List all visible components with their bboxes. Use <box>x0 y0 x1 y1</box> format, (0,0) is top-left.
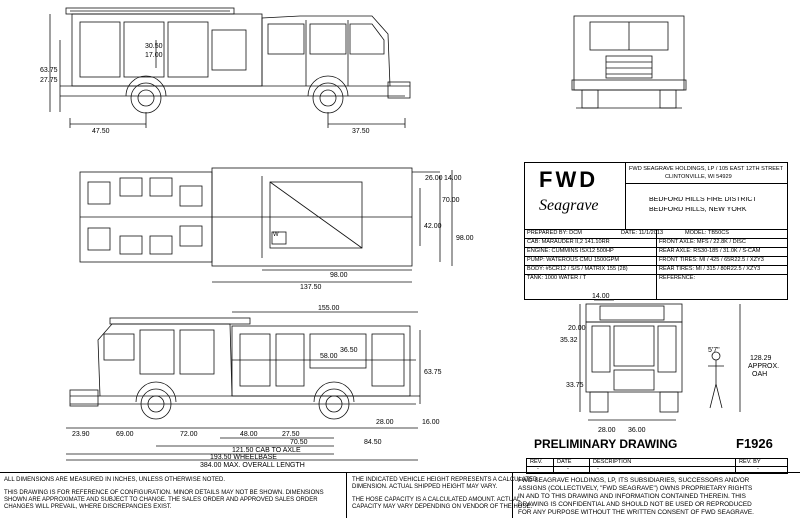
dim-plan-42: 42.00 <box>424 223 442 230</box>
cab-spec: CAB: MARAUDER II,2 141.10RR <box>527 239 610 245</box>
dim-side-8450: 84.50 <box>364 439 382 446</box>
customer-line-2: BEDFORD HILLS, NEW YORK <box>649 207 747 213</box>
proprietary-4: DRAWING IS CONFIDENTIAL AND SHOULD NOT B… <box>518 501 752 508</box>
dim-rear-3375: 33.75 <box>566 382 584 389</box>
rev-date-header: DATE <box>557 459 572 465</box>
dim-side-155: 155.00 <box>318 305 340 312</box>
company-address-2: CLINTONVILLE, WI 54929 <box>665 174 732 180</box>
front-tires-spec: FRONT TIRES: MI / 425 / 65R22.5 / XZY3 <box>659 257 764 263</box>
proprietary-5: FOR ANY PURPOSE WITHOUT THE WRITTEN CONS… <box>518 509 754 516</box>
dim-oah-value: 128.29 <box>750 355 772 362</box>
title-block: FWD Seagrave FWD SEAGRAVE HOLDINGS, LP /… <box>524 162 788 300</box>
proprietary-1: FWD SEAGRAVE HOLDINGS, LP, ITS SUBSIDIAR… <box>518 477 750 484</box>
logo-seagrave: Seagrave <box>539 197 599 214</box>
note-units: ALL DIMENSIONS ARE MEASURED IN INCHES, U… <box>4 477 226 483</box>
dim-side-6375: 63.75 <box>424 369 442 376</box>
rear-axle-spec: REAR AXLE: RS30-185 / 31.0K / S-CAM <box>659 248 761 254</box>
rev-header: REV. <box>530 459 543 465</box>
dim-rear-overhang: 37.50 <box>352 128 370 135</box>
dim-rear-3532: 35.32 <box>560 337 578 344</box>
rev-cell: - <box>537 466 539 472</box>
dim-plan-70: 70.00 <box>442 197 460 204</box>
notes-top-rule <box>0 472 800 473</box>
rev-by-header: REV. BY <box>739 459 761 465</box>
dim-plan-98w: 98.00 <box>330 272 348 279</box>
preliminary-label: PRELIMINARY DRAWING <box>534 437 678 451</box>
dim-side-48: 48.00 <box>240 431 258 438</box>
note-hose-1: THE HOSE CAPACITY IS A CALCULATED AMOUNT… <box>352 497 521 503</box>
rev-description-cell: - <box>597 466 599 472</box>
dim-rear-14: 14.00 <box>592 293 610 300</box>
notes-divider-2 <box>512 472 513 518</box>
dim-oah-label: OAH <box>752 371 767 378</box>
dim-wheelbase: 193.50 WHEELBASE <box>210 454 277 461</box>
dim-rear-20: 20.00 <box>568 325 586 332</box>
customer-line-1: BEDFORD HILLS FIRE DISTRICT <box>649 197 757 203</box>
dim-top-left-h2: 27.75 <box>40 77 58 84</box>
drawing-number: F1926 <box>736 436 773 451</box>
dim-plan-26: 26.00 <box>425 175 443 182</box>
notes-divider-1 <box>346 472 347 518</box>
rev-description-header: DESCRIPTION <box>593 459 632 465</box>
dim-side-2750: 27.50 <box>282 431 300 438</box>
proprietary-2: ASSIGNS (COLLECTIVELY, "FWD SEAGRAVE") O… <box>518 485 753 492</box>
dim-oah-approx: APPROX. <box>748 363 779 370</box>
drawing-date: DATE: 11/1/2013 <box>621 230 664 236</box>
note-reference-1: THIS DRAWING IS FOR REFERENCE OF CONFIGU… <box>4 490 324 496</box>
dim-top-left-h: 63.75 <box>40 67 58 74</box>
tank-spec: TANK: 1000 WATER / T <box>527 275 587 281</box>
prepared-by: PREPARED BY: DCM <box>527 230 582 236</box>
proprietary-3: IN AND TO THIS DRAWING AND INFORMATION C… <box>518 493 746 500</box>
dim-top-inner2: 17.00 <box>145 52 163 59</box>
dim-side-72: 72.00 <box>180 431 198 438</box>
dim-top-inner: 30.50 <box>145 43 163 50</box>
pump-spec: PUMP: WATEROUS CMU 1500GPM <box>527 257 619 263</box>
plan-cab-mark: W <box>273 232 279 238</box>
body-spec: BODY: #5CR12 / S/S / MATRIX 155 (28) <box>527 266 628 272</box>
dim-front-overhang: 47.50 <box>92 128 110 135</box>
dim-plan-14: 14.00 <box>444 175 462 182</box>
reference: REFERENCE: <box>659 275 696 281</box>
dim-overall-length: 384.00 MAX. OVERALL LENGTH <box>200 462 305 469</box>
dim-side-28: 28.00 <box>376 419 394 426</box>
engine-spec: ENGINE: CUMMINS ISX12 500HP <box>527 248 614 254</box>
dim-side-2390: 23.90 <box>72 431 90 438</box>
company-address-1: FWD SEAGRAVE HOLDINGS, LP / 105 EAST 12T… <box>629 166 784 172</box>
logo-fwd: FWD <box>539 167 599 192</box>
note-hose-2: CAPACITY MAY VARY DEPENDING ON VENDOR OF… <box>352 504 533 510</box>
figure-height-label: 5'7" <box>708 347 720 354</box>
model: MODEL: TB50CS <box>685 230 730 236</box>
front-axle-spec: FRONT AXLE: MFS / 22.8K / DISC <box>659 239 746 245</box>
dim-cab-to-axle: 121.50 CAB TO AXLE <box>232 447 301 454</box>
dim-plan-98: 98.00 <box>456 235 474 242</box>
dim-plan-137: 137.50 <box>300 284 322 291</box>
note-reference-2: SHOWN ARE APPROXIMATE AND SUBJECT TO CHA… <box>4 497 318 503</box>
dim-side-58: 58.00 <box>320 353 338 360</box>
note-reference-3: CHANGES WILL PREVAIL, WHERE DISCREPANCIE… <box>4 504 172 510</box>
dim-rear-36: 36.00 <box>628 427 646 434</box>
dim-rear-28: 28.00 <box>598 427 616 434</box>
note-height-1: THE INDICATED VEHICLE HEIGHT REPRESENTS … <box>352 477 538 483</box>
rear-tires-spec: REAR TIRES: MI / 315 / 80R22.5 / XZY3 <box>659 266 761 272</box>
rev-date-cell: - <box>567 466 569 472</box>
dim-side-mid: 36.50 <box>340 347 358 354</box>
rev-by-cell: - <box>757 466 759 472</box>
dim-side-7050: 70.50 <box>290 439 308 446</box>
dim-side-16: 16.00 <box>422 419 440 426</box>
note-height-2: DIMENSION. ACTUAL SHIPPED HEIGHT MAY VAR… <box>352 484 498 490</box>
revision-table: REV. DATE DESCRIPTION REV. BY - - - - <box>526 458 788 474</box>
dim-side-69: 69.00 <box>116 431 134 438</box>
